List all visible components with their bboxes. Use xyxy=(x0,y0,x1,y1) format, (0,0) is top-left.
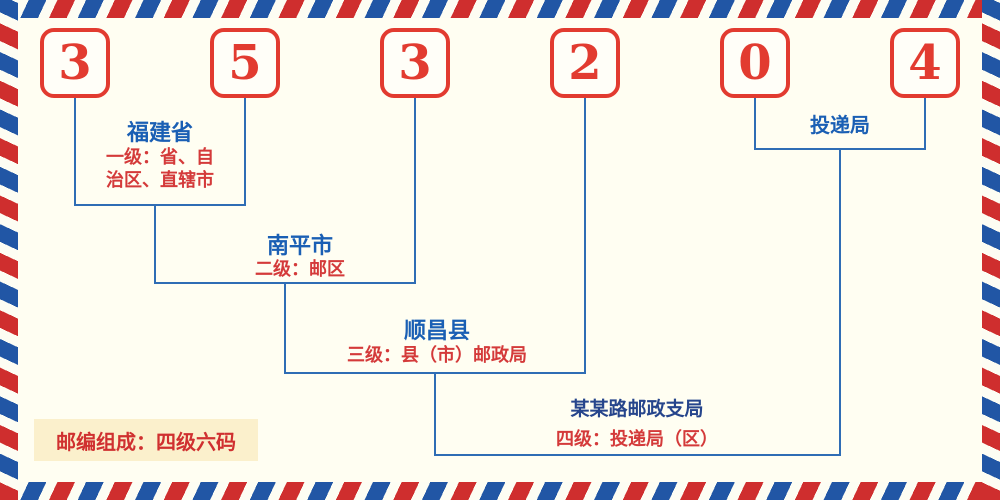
digit-1: 3 xyxy=(58,35,92,91)
connector-line-l4-right xyxy=(924,98,926,150)
digit-box-1: 3 xyxy=(40,28,110,98)
level3-county-label: 顺昌县 xyxy=(403,318,470,343)
digit-2: 5 xyxy=(228,35,262,91)
airmail-border-right xyxy=(982,0,1000,500)
level4-branch-office-label: 某某路邮政支局 xyxy=(570,399,704,420)
airmail-border-bottom xyxy=(0,482,1000,500)
connector-line-l4-left xyxy=(754,98,756,150)
level1-desc-line1: 一级：省、自 xyxy=(106,147,214,167)
connector-line-l1-left xyxy=(74,98,76,206)
connector-line-l4b-right xyxy=(839,148,841,456)
digit-box-5: 0 xyxy=(720,28,790,98)
airmail-border-left xyxy=(0,0,18,500)
level2-desc: 二级：邮区 xyxy=(255,259,345,279)
connector-line-l2-left xyxy=(154,204,156,284)
digit-box-2: 5 xyxy=(210,28,280,98)
level4-delivery-office-label: 投递局 xyxy=(810,115,870,137)
connector-line-l4b-bottom xyxy=(434,454,841,456)
airmail-border-top xyxy=(0,0,1000,18)
level4-desc: 四级：投递局（区） xyxy=(556,429,718,449)
digit-6: 4 xyxy=(908,35,942,91)
digit-box-6: 4 xyxy=(890,28,960,98)
digit-3: 3 xyxy=(398,35,432,91)
digit-box-3: 3 xyxy=(380,28,450,98)
connector-line-l3-right xyxy=(584,98,586,374)
digit-4: 2 xyxy=(568,35,602,91)
level1-region-label: 福建省 xyxy=(126,120,193,145)
connector-line-l1-right xyxy=(244,98,246,206)
connector-line-l1-bottom xyxy=(74,204,246,206)
digit-5: 0 xyxy=(738,35,772,91)
digit-box-4: 2 xyxy=(550,28,620,98)
level3-desc: 三级：县（市）邮政局 xyxy=(347,345,527,365)
connector-line-l4b-left xyxy=(434,372,436,456)
composition-note: 邮编组成：四级六码 xyxy=(34,419,258,461)
level1-desc-line2: 治区、直辖市 xyxy=(106,170,214,190)
level2-city-label: 南平市 xyxy=(266,233,333,258)
connector-line-l2-right xyxy=(414,98,416,284)
connector-line-l3-left xyxy=(284,282,286,374)
